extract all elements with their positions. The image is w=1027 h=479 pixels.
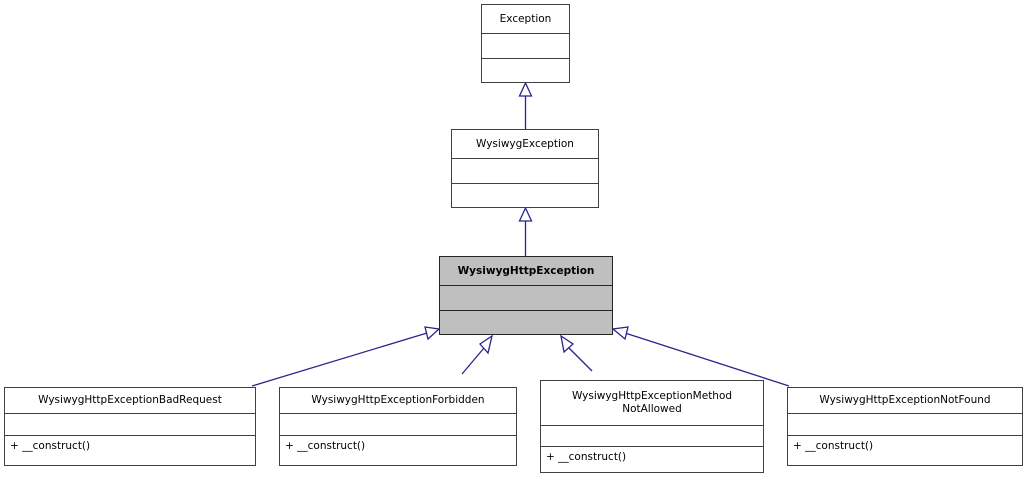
- uml-class-name: WysiwygHttpExceptionMethod NotAllowed: [541, 381, 763, 426]
- uml-class-operations: + __construct(): [285, 440, 366, 452]
- uml-class-attributes: [788, 414, 1022, 436]
- uml-class-name: WysiwygHttpExceptionNotFound: [788, 388, 1022, 414]
- edge-wysiwyg-exception-to-exception: [518, 81, 533, 129]
- uml-class-wysiwyg-http-exception-forbidden[interactable]: WysiwygHttpExceptionForbidden + __constr…: [279, 387, 517, 466]
- uml-class-exception[interactable]: Exception: [481, 4, 570, 83]
- uml-class-operations: [482, 59, 569, 82]
- uml-class-operations: + __construct(): [793, 440, 874, 452]
- uml-class-attributes: [541, 426, 763, 447]
- edge-http-exception-to-wysiwyg-exception: [518, 206, 533, 256]
- uml-class-attributes: [440, 286, 612, 311]
- uml-class-operations: [440, 311, 612, 334]
- uml-class-attributes: [452, 159, 598, 184]
- uml-class-wysiwyg-http-exception-bad-request[interactable]: WysiwygHttpExceptionBadRequest + __const…: [4, 387, 256, 466]
- uml-class-operations: + __construct(): [546, 451, 627, 463]
- edge-forbidden-to-http-exception: [461, 334, 494, 375]
- uml-class-name: Exception: [482, 5, 569, 34]
- uml-class-operations: + __construct(): [10, 440, 91, 452]
- uml-class-operations: [452, 184, 598, 207]
- uml-class-attributes: [5, 414, 255, 436]
- edge-method-not-allowed-to-http-exception: [560, 334, 593, 372]
- uml-class-wysiwyg-exception[interactable]: WysiwygException: [451, 129, 599, 208]
- uml-class-name: WysiwygHttpExceptionBadRequest: [5, 388, 255, 414]
- uml-class-attributes: [280, 414, 516, 436]
- uml-class-name: WysiwygHttpExceptionForbidden: [280, 388, 516, 414]
- uml-class-wysiwyg-http-exception-not-found[interactable]: WysiwygHttpExceptionNotFound + __constru…: [787, 387, 1023, 466]
- edge-not-found-to-http-exception: [611, 326, 790, 387]
- uml-class-name: WysiwygException: [452, 130, 598, 159]
- edge-bad-request-to-http-exception: [251, 326, 441, 387]
- uml-class-attributes: [482, 34, 569, 59]
- uml-class-name: WysiwygHttpException: [440, 257, 612, 286]
- uml-class-wysiwyg-http-exception[interactable]: WysiwygHttpException: [439, 256, 613, 335]
- uml-class-wysiwyg-http-exception-method-not-allowed[interactable]: WysiwygHttpExceptionMethod NotAllowed + …: [540, 380, 764, 473]
